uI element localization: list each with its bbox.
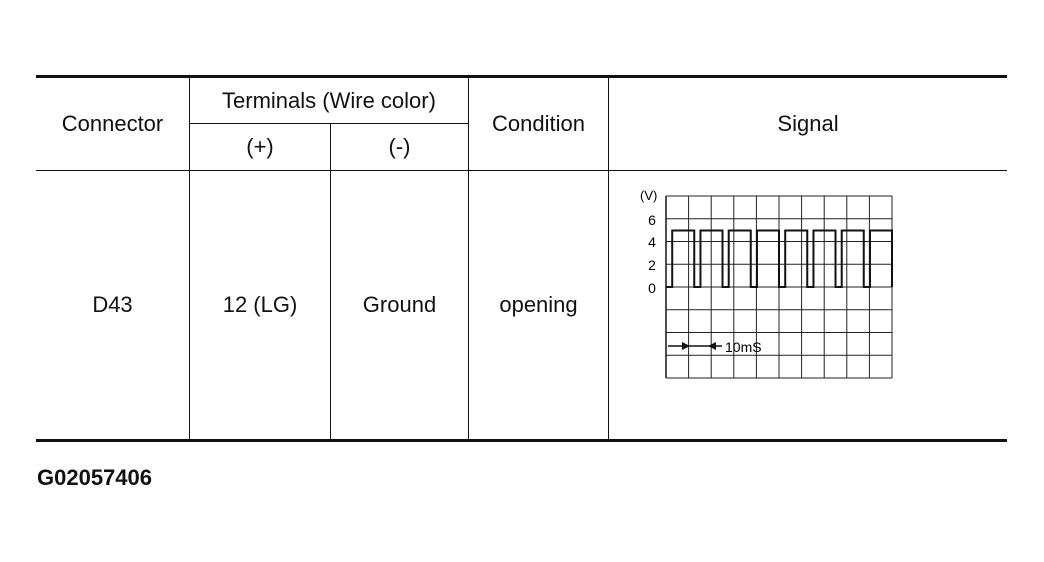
header-split-rule bbox=[190, 123, 469, 124]
column-rule-2 bbox=[330, 124, 331, 440]
time-scale-label: 10mS bbox=[725, 339, 762, 355]
column-rule-4 bbox=[608, 75, 609, 440]
document-id: G02057406 bbox=[37, 465, 152, 490]
time-scale-arrow-left bbox=[708, 342, 716, 350]
time-scale-marker: 10mS bbox=[668, 339, 762, 355]
header-bottom-rule bbox=[36, 170, 1007, 171]
cell-plus-terminal: 12 (LG) bbox=[222, 292, 298, 317]
y-tick-6: 6 bbox=[648, 212, 656, 228]
table-top-rule bbox=[36, 75, 1007, 78]
header-condition: Condition bbox=[492, 111, 585, 136]
cell-connector: D43 bbox=[92, 292, 133, 317]
pulse-train bbox=[666, 229, 893, 288]
header-connector: Connector bbox=[61, 111, 164, 136]
voltage-unit-label: (V) bbox=[640, 188, 657, 203]
waveform-svg: (V) 6 4 2 0 10mS bbox=[640, 188, 893, 379]
cell-minus-terminal: Ground bbox=[362, 292, 437, 317]
connector-signal-table: Connector Terminals (Wire color) (+) (-)… bbox=[36, 75, 1007, 442]
header-terminals: Terminals (Wire color) bbox=[222, 87, 436, 113]
y-tick-0: 0 bbox=[648, 280, 656, 296]
header-minus: (-) bbox=[388, 134, 411, 159]
time-scale-arrow-right bbox=[682, 342, 690, 350]
table-bottom-rule bbox=[36, 439, 1007, 442]
header-signal: Signal bbox=[777, 111, 839, 136]
header-plus: (+) bbox=[246, 134, 274, 159]
y-tick-2: 2 bbox=[648, 257, 656, 273]
signal-waveform-figure: (V) 6 4 2 0 10mS bbox=[630, 182, 910, 392]
column-rule-3 bbox=[468, 75, 469, 440]
cell-condition: opening bbox=[499, 292, 578, 317]
column-rule-1 bbox=[189, 75, 190, 440]
y-tick-4: 4 bbox=[648, 234, 656, 250]
pulse-waveform bbox=[666, 229, 893, 288]
